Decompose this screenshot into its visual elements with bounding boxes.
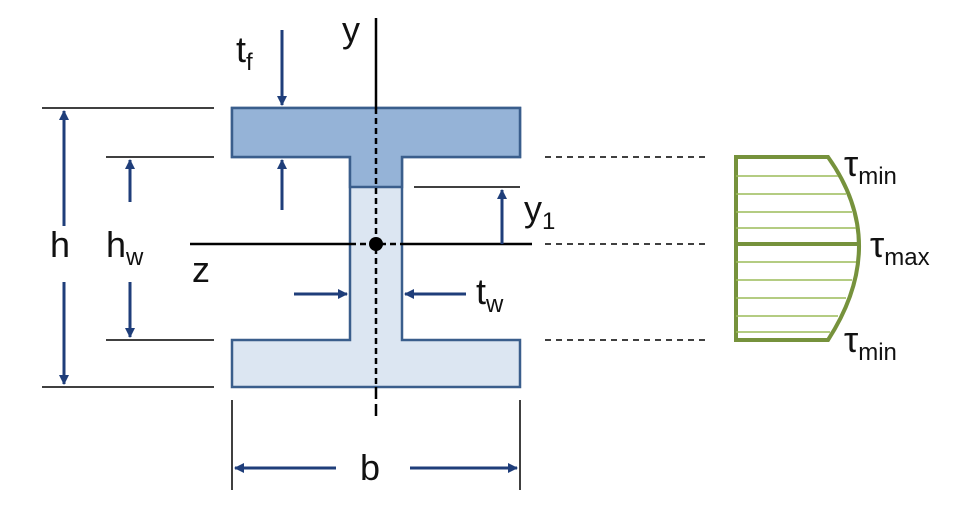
axes [190,18,532,420]
projection-lines [545,156,710,341]
extension-lines [42,107,521,490]
stress-distribution-shape [734,155,861,342]
shear-stress-diagram [734,155,861,342]
z-axis-label: z [192,249,210,290]
labels: y tf h hw z y1 tw b τmin τmax τmin [50,9,930,488]
h-label: h [50,224,70,265]
stress-hatching [736,175,856,333]
y1-label: y1 [524,188,555,235]
b-label: b [360,447,380,488]
shaded-top-flange [230,106,522,189]
tau-max-label: τmax [870,224,930,271]
tf-label: tf [236,29,253,76]
tau-min-bottom-label: τmin [844,319,897,366]
centroid-dot [369,237,383,251]
tau-min-top-label: τmin [844,143,897,190]
y-axis-label: y [342,9,360,50]
hw-label: hw [106,224,144,271]
dimension-arrows [59,30,518,473]
tw-label: tw [476,271,504,318]
